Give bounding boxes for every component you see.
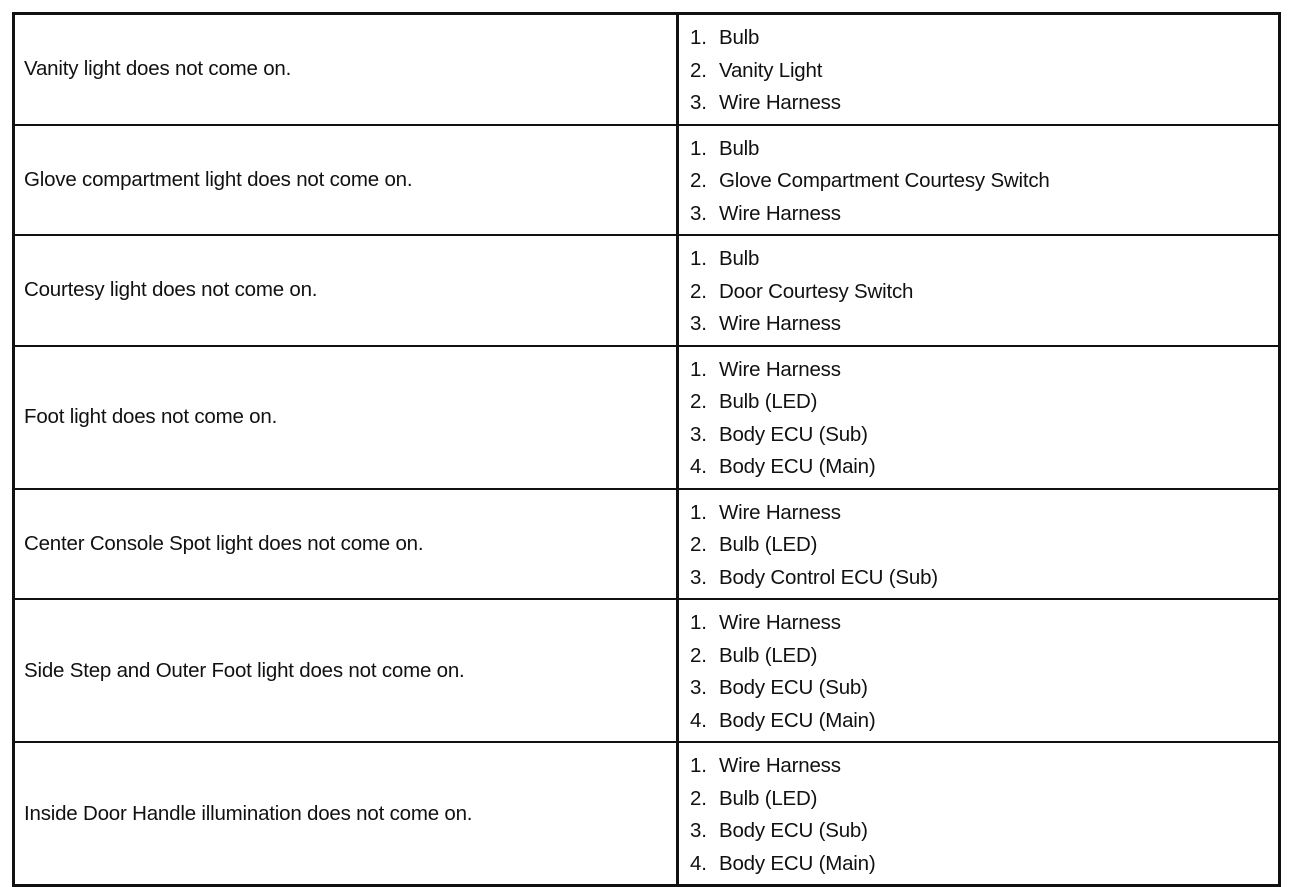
part-number: 3. [690,312,707,335]
symptom-cell: Foot light does not come on. [12,344,679,490]
table-row: Vanity light does not come on. 1. Bulb 2.… [12,12,1281,126]
symptom-cell: Center Console Spot light does not come … [12,487,679,600]
part-number: 2. [690,169,707,192]
part-name: Door Courtesy Switch [719,279,914,303]
suspected-parts-cell: 1. Wire Harness 2. Bulb (LED) 3. Body ECU (… [676,741,1281,887]
part-item: 1. Wire Harness [690,354,1278,387]
table-row: Foot light does not come on. 1. Wire Harn… [12,344,1281,490]
part-number: 3. [690,201,707,225]
part-name: Bulb (LED) [719,786,818,810]
part-name: Bulb [719,247,760,270]
part-name: Wire Harness [719,201,841,225]
part-number: 1. [690,247,707,270]
part-number: 3. [690,422,707,446]
part-item: 2. Vanity Light [690,55,1278,88]
part-item: 2. Bulb (LED) [690,386,1278,419]
part-name: Body ECU (Sub) [719,676,868,699]
part-item: 2. Glove Compartment Courtesy Switch [690,165,1278,198]
part-item: 3. Body ECU (Sub) [690,419,1278,452]
suspected-parts-cell: 1. Wire Harness 2. Bulb (LED) 3. Body ECU (… [676,344,1281,490]
part-item: 3. Wire Harness [690,87,1278,120]
part-number: 1. [690,357,707,381]
symptom-cell: Courtesy light does not come on. [12,234,679,347]
part-name: Body ECU (Main) [719,708,876,732]
part-number: 2. [690,786,707,810]
part-number: 1. [690,26,707,49]
part-name: Wire Harness [719,754,841,777]
part-number: 1. [690,500,707,524]
table-row: Side Step and Outer Foot light does not … [12,598,1281,743]
part-item: 3. Body ECU (Sub) [690,672,1278,705]
problem-symptoms-table: Vanity light does not come on. 1. Bulb 2.… [12,12,1281,887]
part-item: 1. Wire Harness [690,497,1278,530]
part-number: 2. [690,58,707,82]
part-number: 3. [690,565,707,589]
part-item: 4. Body ECU (Main) [690,451,1278,484]
table-row: Courtesy light does not come on. 1. Bulb … [12,234,1281,347]
part-number: 3. [690,91,707,114]
part-name: Body ECU (Main) [719,851,876,875]
part-item: 3. Wire Harness [690,308,1278,341]
part-number: 2. [690,533,707,556]
symptom-cell: Inside Door Handle illumination does not… [12,741,679,887]
part-item: 2. Bulb (LED) [690,640,1278,673]
symptom-cell: Side Step and Outer Foot light does not … [12,598,679,743]
table-row: Inside Door Handle illumination does not… [12,741,1281,887]
part-number: 4. [690,708,707,732]
part-item: 4. Body ECU (Main) [690,848,1278,881]
part-name: Wire Harness [719,500,841,524]
table-row: Glove compartment light does not come on… [12,123,1281,236]
part-name: Glove Compartment Courtesy Switch [719,169,1050,192]
suspected-parts-cell: 1. Wire Harness 2. Bulb (LED) 3. Body Contr… [676,487,1281,600]
part-number: 1. [690,754,707,777]
part-item: 1. Bulb [690,133,1278,166]
part-item: 1. Bulb [690,243,1278,276]
part-name: Wire Harness [719,91,841,114]
part-name: Bulb [719,26,760,49]
table-row: Center Console Spot light does not come … [12,487,1281,600]
part-name: Bulb (LED) [719,643,818,667]
suspected-parts-cell: 1. Bulb 2. Glove Compartment Courtesy Swit… [676,123,1281,236]
part-item: 1. Bulb [690,22,1278,55]
part-number: 3. [690,676,707,699]
part-number: 4. [690,851,707,875]
part-name: Wire Harness [719,611,841,634]
part-name: Body ECU (Sub) [719,819,868,842]
part-name: Wire Harness [719,312,841,335]
part-name: Bulb (LED) [719,390,818,413]
part-number: 2. [690,279,707,303]
part-number: 4. [690,455,707,478]
part-number: 1. [690,136,707,160]
part-name: Wire Harness [719,357,841,381]
part-item: 1. Wire Harness [690,750,1278,783]
part-number: 2. [690,390,707,413]
suspected-parts-cell: 1. Wire Harness 2. Bulb (LED) 3. Body ECU (… [676,598,1281,743]
part-number: 2. [690,643,707,667]
part-item: 3. Body ECU (Sub) [690,815,1278,848]
suspected-parts-cell: 1. Bulb 2. Vanity Light 3. Wire Harness [676,12,1281,126]
part-name: Bulb (LED) [719,533,818,556]
part-name: Vanity Light [719,58,823,82]
part-item: 2. Bulb (LED) [690,783,1278,816]
part-name: Body Control ECU (Sub) [719,565,938,589]
part-name: Body ECU (Main) [719,455,876,478]
part-item: 4. Body ECU (Main) [690,705,1278,738]
part-item: 3. Wire Harness [690,198,1278,231]
document-page: Vanity light does not come on. 1. Bulb 2.… [12,12,1281,887]
part-item: 2. Door Courtesy Switch [690,276,1278,309]
suspected-parts-cell: 1. Bulb 2. Door Courtesy Switch 3. Wire Har… [676,234,1281,347]
part-name: Body ECU (Sub) [719,422,868,446]
symptom-cell: Glove compartment light does not come on… [12,123,679,236]
part-number: 1. [690,611,707,634]
part-item: 1. Wire Harness [690,607,1278,640]
symptom-cell: Vanity light does not come on. [12,12,679,126]
part-item: 2. Bulb (LED) [690,529,1278,562]
part-item: 3. Body Control ECU (Sub) [690,562,1278,595]
part-number: 3. [690,819,707,842]
part-name: Bulb [719,136,760,160]
